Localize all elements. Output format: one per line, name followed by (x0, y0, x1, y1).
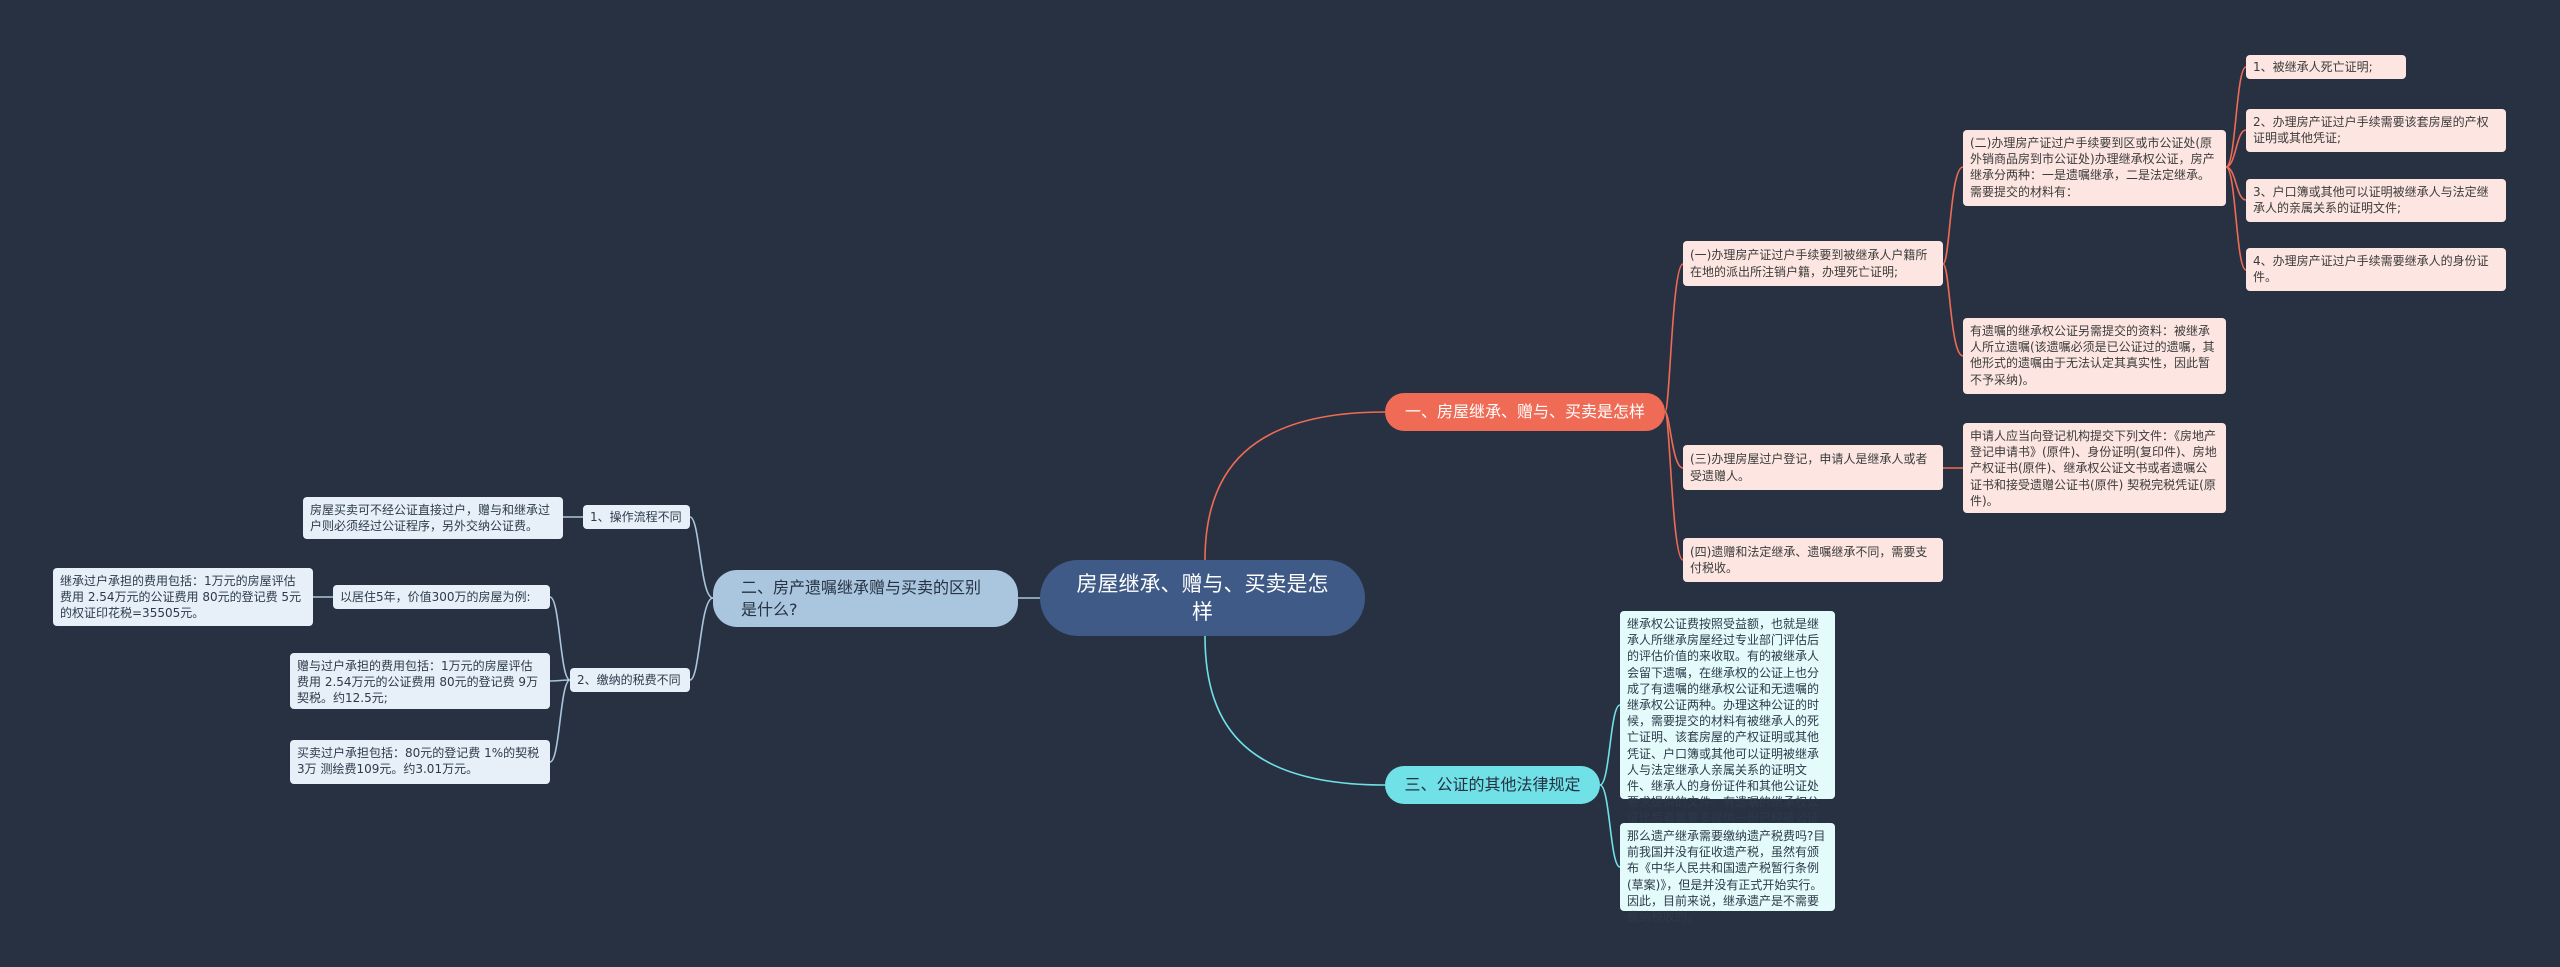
b2-child-2a[interactable]: 以居住5年，价值300万的房屋为例: (333, 585, 550, 609)
b1-item-4-text: 4、办理房产证过户手续需要继承人的身份证件。 (2253, 254, 2489, 285)
b3-node-1[interactable]: 继承权公证费按照受益额，也就是继承人所继承房屋经过专业部门评估后的评估价值的来收… (1620, 611, 1835, 841)
branch-1-topic[interactable]: 一、房屋继承、赠与、买卖是怎样 (1385, 393, 1665, 431)
link-b3-d1 (1599, 704, 1621, 786)
b1-node-2a-text: 申请人应当向登记机构提交下列文件：《房地产登记申请书》(原件)、身份证明(复印件… (1970, 429, 2217, 508)
branch-3-label: 三、公证的其他法律规定 (1404, 775, 1581, 795)
b2-child-2[interactable]: 2、缴纳的税费不同 (570, 668, 690, 692)
link-b1-n1 (1664, 263, 1684, 413)
b1-node-2[interactable]: (三)办理房屋过户登记，申请人是继承人或者受遗赠人。 (1683, 445, 1943, 490)
root-topic[interactable]: 房屋继承、赠与、买卖是怎样 (1040, 560, 1365, 636)
b3-node-2[interactable]: 那么遗产继承需要缴纳遗产税费吗?目前我国并没有征收遗产税，虽然有颁布《中华人民共… (1620, 823, 1835, 924)
b1-item-2[interactable]: 2、办理房产证过户手续需要该套房屋的产权证明或其他凭证; (2246, 109, 2506, 152)
b1-node-1b-text: 有遗嘱的继承权公证另需提交的资料：被继承人所立遗嘱(该遗嘱必须是已公证过的遗嘱，… (1970, 324, 2215, 387)
b2-child-2c-text: 买卖过户承担包括：80元的登记费 1%的契税3万 测绘费109元。约3.01万元… (297, 746, 540, 777)
b2-child-2a1-text: 继承过户承担的费用包括：1万元的房屋评估费用 2.54万元的公证费用 80元的登… (60, 574, 302, 621)
b1-item-3[interactable]: 3、户口簿或其他可以证明被继承人与法定继承人的亲属关系的证明文件; (2246, 179, 2506, 222)
b3-node-2-text: 那么遗产继承需要缴纳遗产税费吗?目前我国并没有征收遗产税，虽然有颁布《中华人民共… (1627, 829, 1826, 924)
link-c2-children (549, 596, 571, 763)
link-root-branch1 (1204, 411, 1386, 561)
b1-node-1a-text: (二)办理房产证过户手续要到区或市公证处(原外销商品房到市公证处)办理继承权公证… (1970, 136, 2215, 199)
link-n1-n1a (1942, 166, 1964, 265)
b1-node-3[interactable]: (四)遗赠和法定继承、遗嘱继承不同，需要支付税收。 (1683, 538, 1943, 582)
link-b1-n3 (1664, 411, 1684, 561)
b2-child-2b-text: 赠与过户承担的费用包括：1万元的房屋评估费用 2.54万元的公证费用 80元的登… (297, 659, 539, 706)
b2-child-1-text: 1、操作流程不同 (590, 509, 682, 524)
b1-item-4[interactable]: 4、办理房产证过户手续需要继承人的身份证件。 (2246, 248, 2506, 291)
b1-node-1-text: (一)办理房产证过户手续要到被继承人户籍所在地的派出所注销户籍，办理死亡证明; (1690, 248, 1928, 279)
link-b2-c2 (689, 597, 714, 681)
b3-node-1-text: 继承权公证费按照受益额，也就是继承人所继承房屋经过专业部门评估后的评估价值的来收… (1627, 617, 1820, 841)
link-b3-d2 (1599, 784, 1621, 868)
branch-2-label: 二、房产遗嘱继承赠与买卖的区别是什么? (741, 577, 982, 619)
b2-child-2c[interactable]: 买卖过户承担包括：80元的登记费 1%的契税3万 测绘费109元。约3.01万元… (290, 740, 550, 784)
b1-node-2a[interactable]: 申请人应当向登记机构提交下列文件：《房地产登记申请书》(原件)、身份证明(复印件… (1963, 423, 2226, 513)
b1-node-1b[interactable]: 有遗嘱的继承权公证另需提交的资料：被继承人所立遗嘱(该遗嘱必须是已公证过的遗嘱，… (1963, 318, 2226, 394)
b2-child-1a-text: 房屋买卖可不经公证直接过户，赠与和继承过户则必须经过公证程序，另外交纳公证费。 (310, 503, 551, 534)
b1-node-2-text: (三)办理房屋过户登记，申请人是继承人或者受遗赠人。 (1690, 452, 1928, 483)
b1-item-1-text: 1、被继承人死亡证明; (2253, 59, 2373, 74)
root-topic-label: 房屋继承、赠与、买卖是怎样 (1076, 571, 1329, 624)
b2-child-2b[interactable]: 赠与过户承担的费用包括：1万元的房屋评估费用 2.54万元的公证费用 80元的登… (290, 653, 550, 709)
b1-node-1a[interactable]: (二)办理房产证过户手续要到区或市公证处(原外销商品房到市公证处)办理继承权公证… (1963, 130, 2226, 206)
branch-2-topic[interactable]: 二、房产遗嘱继承赠与买卖的区别是什么? (713, 570, 1018, 627)
b2-child-2-text: 2、缴纳的税费不同 (577, 672, 681, 687)
b1-item-2-text: 2、办理房产证过户手续需要该套房屋的产权证明或其他凭证; (2253, 115, 2489, 146)
b2-child-2a1[interactable]: 继承过户承担的费用包括：1万元的房屋评估费用 2.54万元的公证费用 80元的登… (53, 568, 313, 626)
b2-child-1[interactable]: 1、操作流程不同 (583, 505, 690, 529)
link-b2-c1 (689, 516, 714, 599)
b1-item-3-text: 3、户口簿或其他可以证明被继承人与法定继承人的亲属关系的证明文件; (2253, 185, 2489, 216)
link-root-branch3 (1204, 635, 1386, 786)
link-n1-n1b (1942, 263, 1964, 357)
link-n1a-items (2225, 66, 2247, 271)
branch-3-topic[interactable]: 三、公证的其他法律规定 (1385, 766, 1600, 804)
b2-child-1a[interactable]: 房屋买卖可不经公证直接过户，赠与和继承过户则必须经过公证程序，另外交纳公证费。 (303, 497, 563, 539)
b1-node-1[interactable]: (一)办理房产证过户手续要到被继承人户籍所在地的派出所注销户籍，办理死亡证明; (1683, 241, 1943, 286)
branch-1-label: 一、房屋继承、赠与、买卖是怎样 (1404, 402, 1645, 422)
b1-item-1[interactable]: 1、被继承人死亡证明; (2246, 55, 2406, 79)
b1-node-3-text: (四)遗赠和法定继承、遗嘱继承不同，需要支付税收。 (1690, 544, 1928, 575)
b2-child-2a-text: 以居住5年，价值300万的房屋为例: (340, 589, 531, 604)
